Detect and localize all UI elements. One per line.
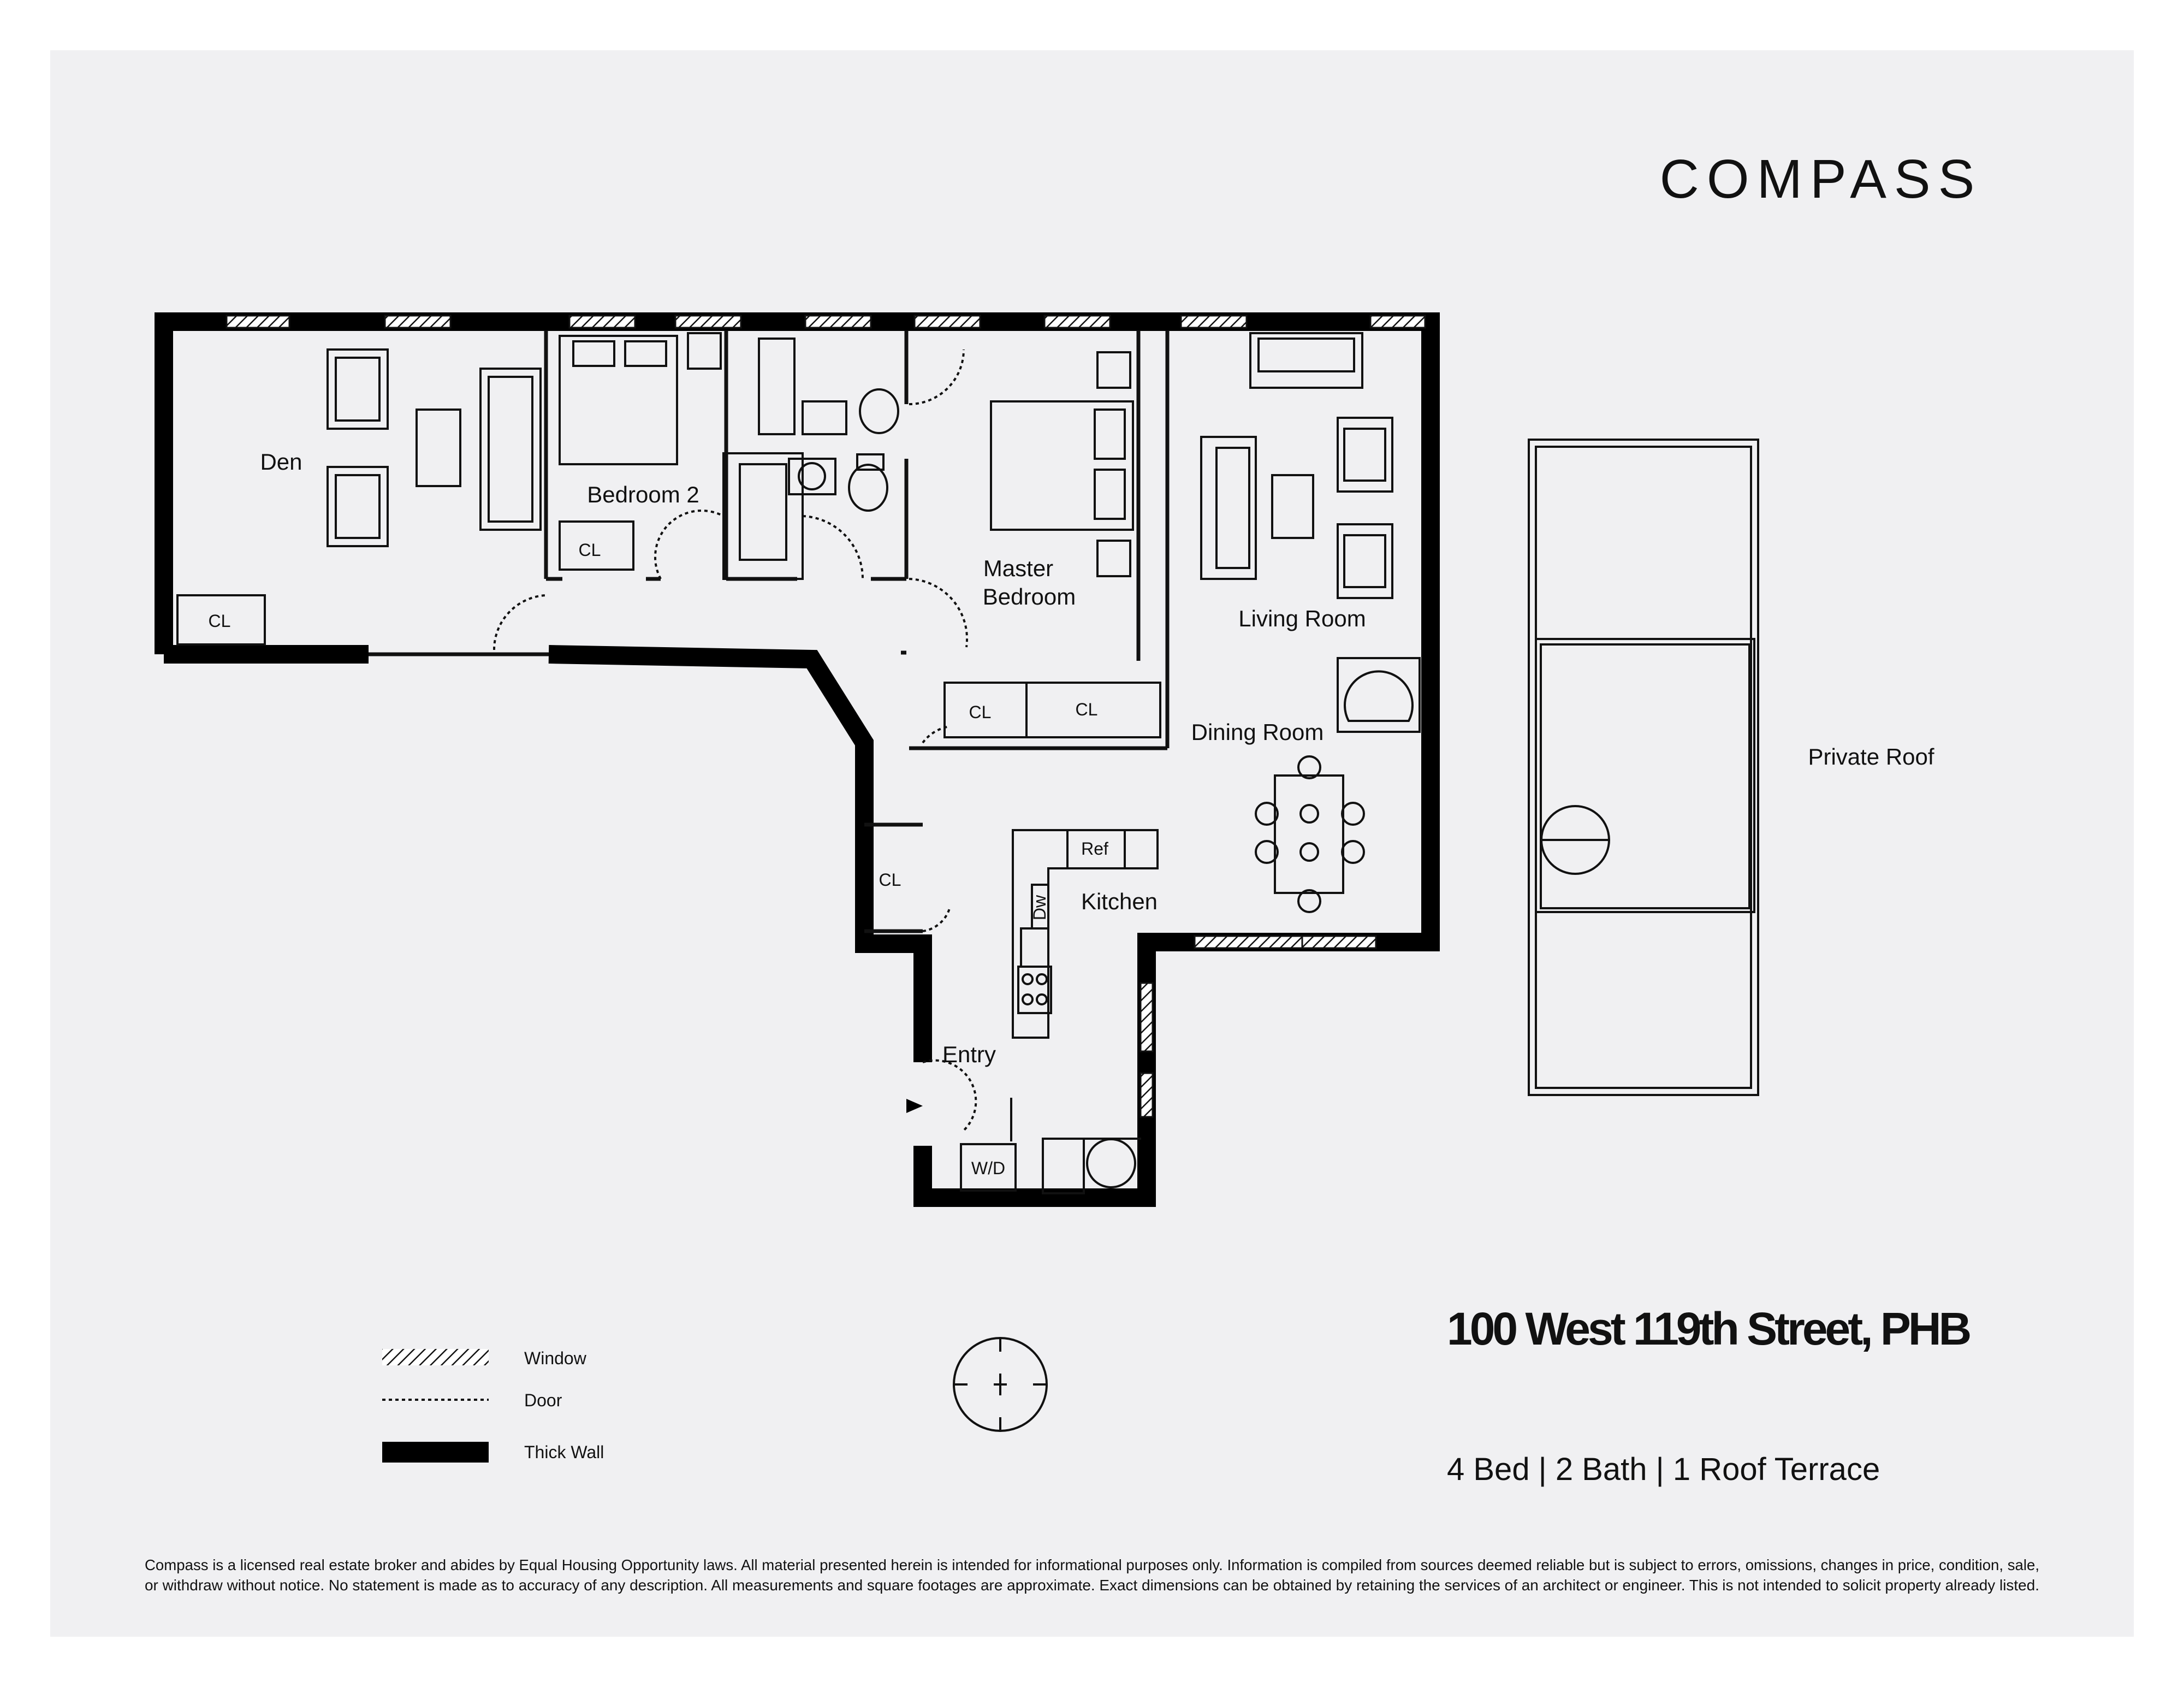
windows-lower [1140,935,1377,1118]
label-master-1: Master [983,555,1053,581]
bathroom-fixtures [722,338,899,580]
label-closet-bedroom2: CL [579,540,601,560]
bedroom2-furniture [559,332,722,571]
label-closet-master-2: CL [1076,700,1098,719]
label-closet-entry: CL [879,870,901,890]
compass-logo-text: COMPASS [1660,149,1983,210]
room-labels: Den Bedroom 2 Master Bedroom Living Room… [260,449,1934,1067]
legend-window-label: Window [524,1348,587,1368]
label-closet-master-1: CL [969,702,992,722]
closet-bedroom2 [559,520,634,571]
windows-top [225,315,1426,329]
dining-table [1255,755,1365,913]
bed-master [990,400,1134,531]
legend-wall-swatch [382,1442,489,1463]
entry-arrow-icon [906,1099,923,1113]
listing-summary: 4 Bed | 2 Bath | 1 Roof Terrace [1447,1452,1880,1487]
label-den: Den [260,449,302,475]
fixture-labels: CL CL CL CL CL Ref Dw W/D [209,540,1108,1178]
north-compass-icon [953,1337,1048,1432]
label-kitchen: Kitchen [1081,889,1158,914]
entry-fixtures [960,1098,1141,1194]
den-furniture [176,348,542,646]
label-entry: Entry [942,1041,996,1067]
living-furniture [1200,332,1421,733]
legend-door-label: Door [524,1390,562,1410]
compass-logo: COMPASS [1660,149,1983,210]
disclaimer-line2: or withdraw without notice. No statement… [145,1577,2039,1594]
master-bedroom-furniture [943,351,1161,738]
bed-bedroom2 [559,335,678,465]
label-master-2: Bedroom [983,584,1076,609]
legend: Window Door Thick Wall [382,1348,604,1463]
doors [492,349,977,1132]
listing-info: 100 West 119th Street, PHB 4 Bed | 2 Bat… [1447,1303,1973,1487]
legend-window-swatch [382,1349,489,1365]
closet-den [176,594,266,646]
disclaimer-line1: Compass is a licensed real estate broker… [145,1556,2039,1573]
disclaimer: Compass is a licensed real estate broker… [145,1556,2039,1594]
label-living: Living Room [1238,606,1366,631]
label-dw: Dw [1030,895,1049,920]
kitchen-fixtures [1012,829,1159,1039]
label-bedroom2: Bedroom 2 [587,482,699,507]
private-roof [1528,439,1759,1096]
label-ref: Ref [1081,839,1108,859]
spiral-stair-box [1337,657,1421,733]
label-dining: Dining Room [1191,719,1324,745]
label-closet-den: CL [209,611,231,631]
listing-address: 100 West 119th Street, PHB [1447,1303,1970,1354]
closet-master-2 [1025,682,1161,738]
label-wd: W/D [971,1158,1005,1178]
label-private-roof: Private Roof [1808,744,1934,769]
legend-wall-label: Thick Wall [524,1442,604,1462]
